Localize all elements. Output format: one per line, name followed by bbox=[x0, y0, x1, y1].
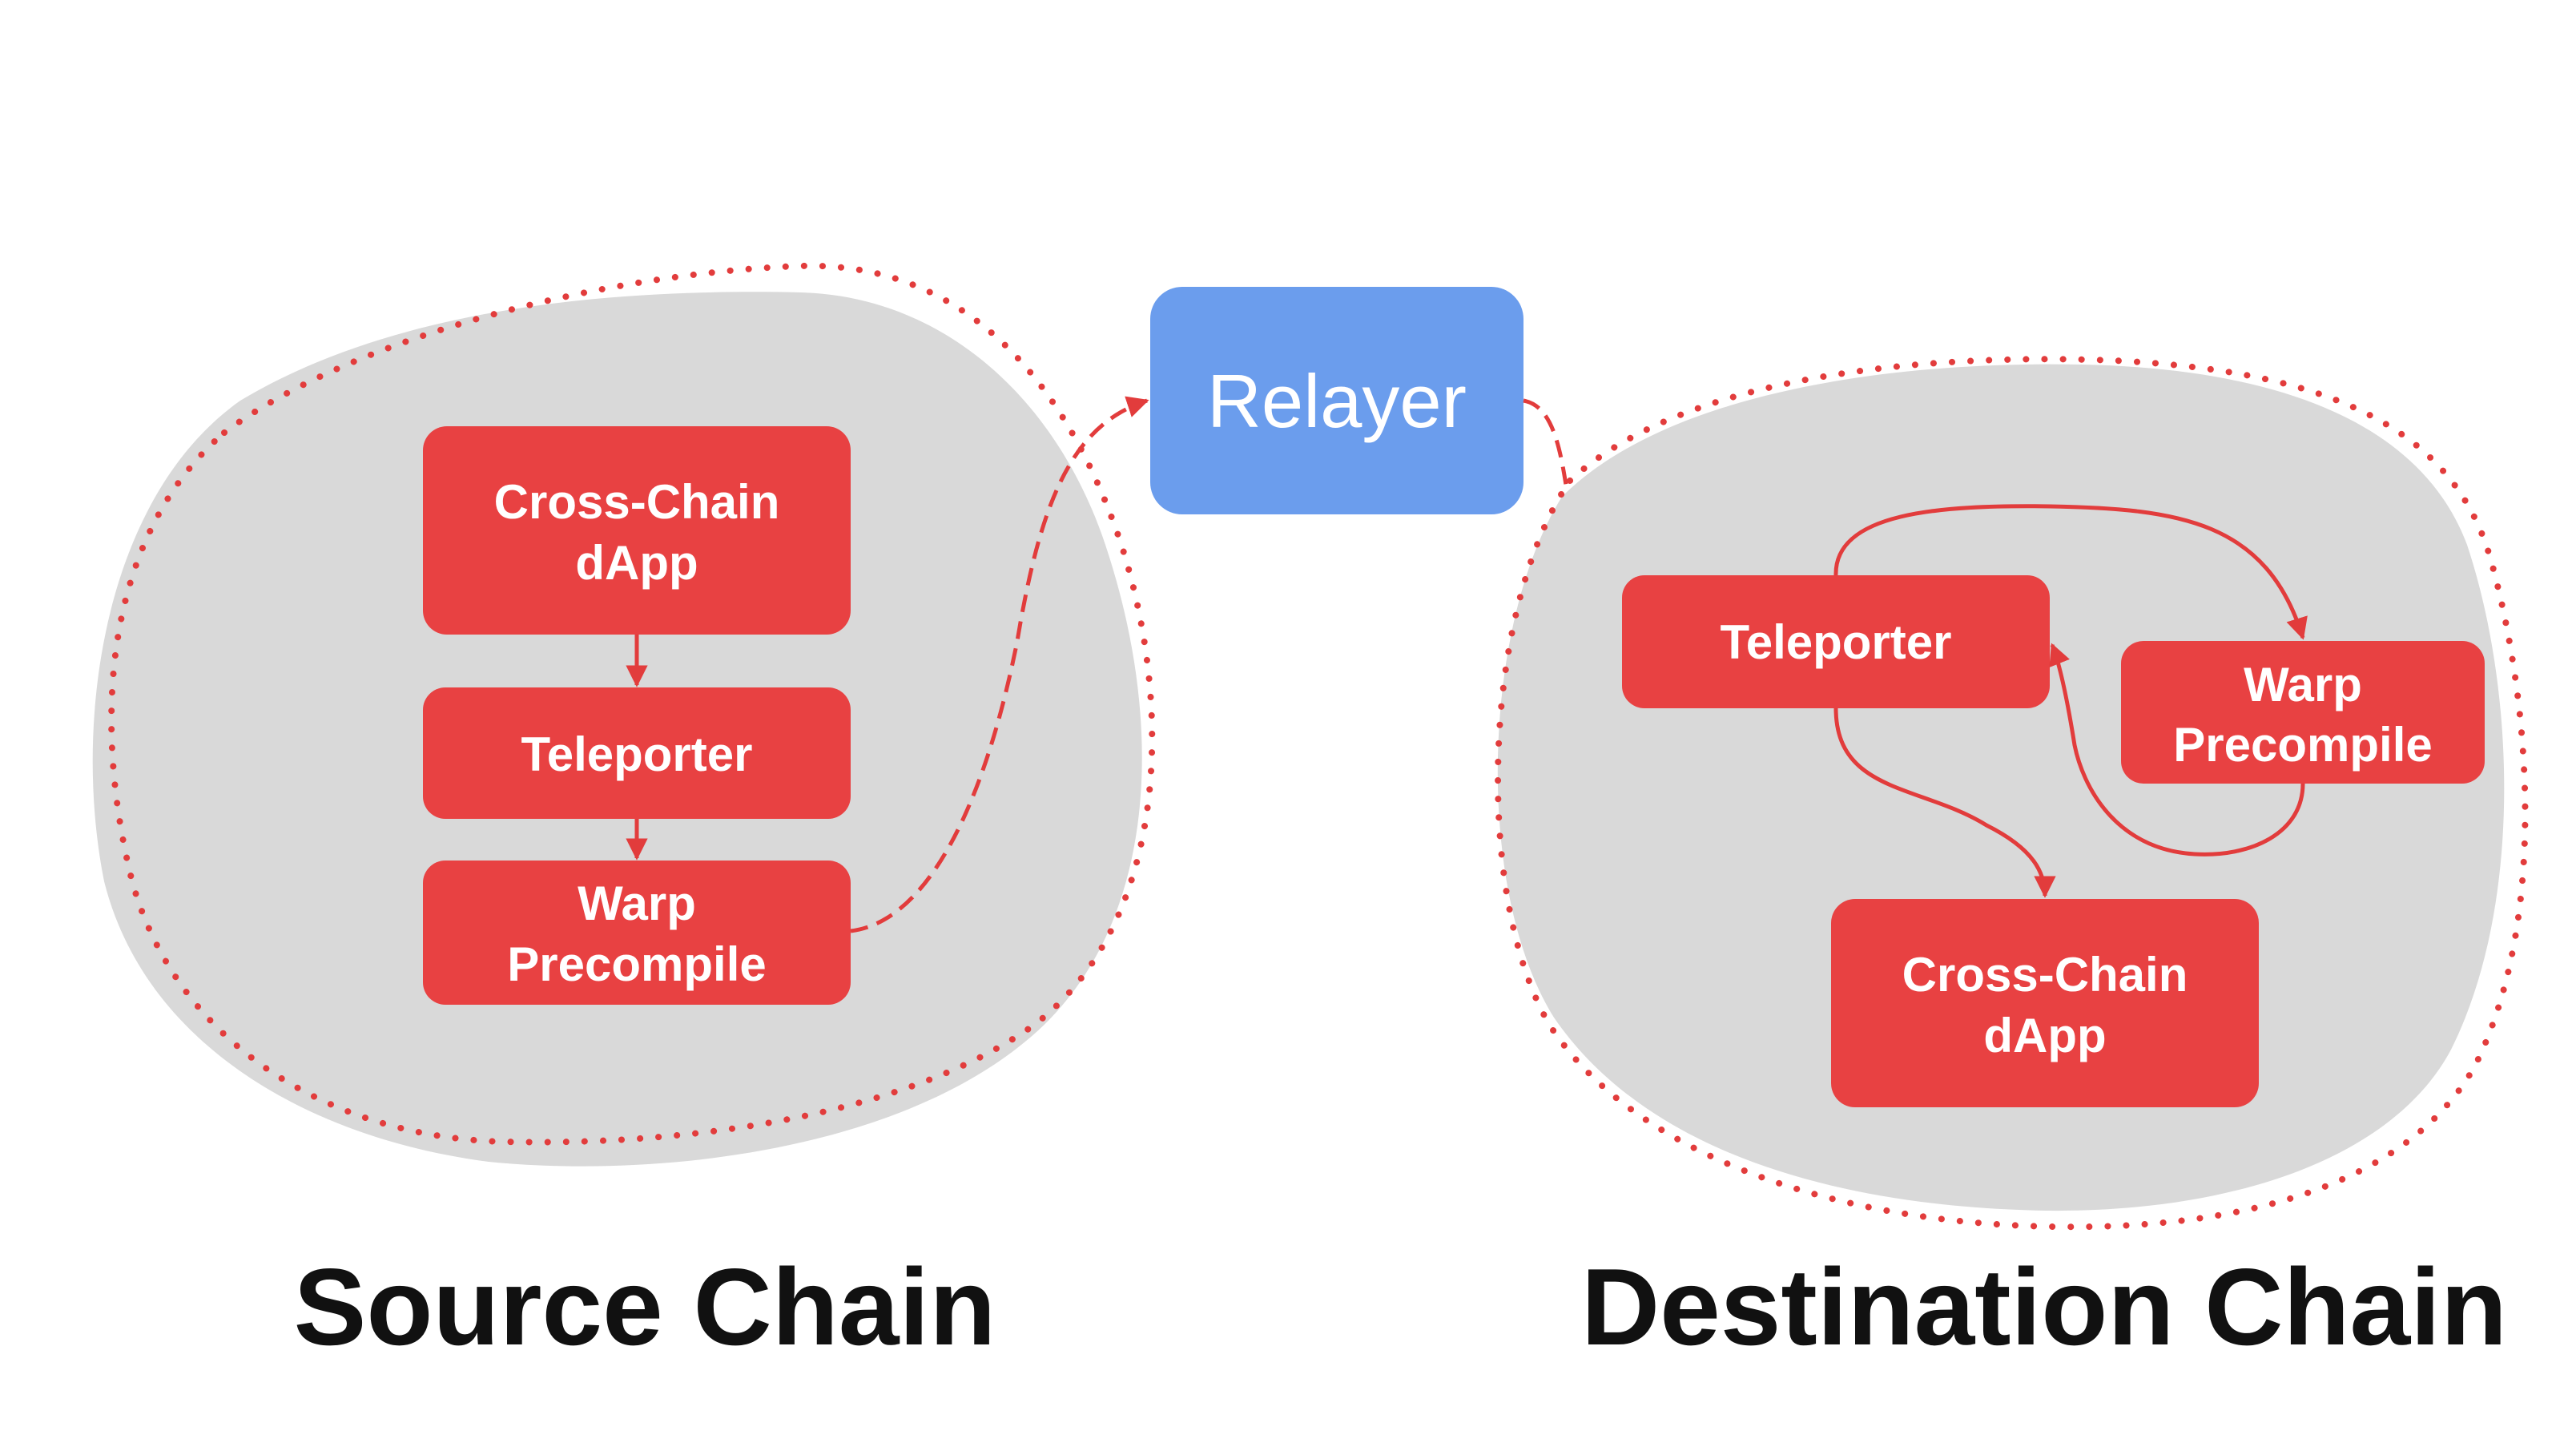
source-warp-precompile-line2: Precompile bbox=[507, 937, 766, 991]
source-cross-chain-dapp-line2: dApp bbox=[575, 536, 698, 590]
destination-cross-chain-dapp-node: Cross-Chain dApp bbox=[1831, 899, 2259, 1107]
destination-cross-chain-dapp-line1: Cross-Chain bbox=[1902, 948, 2188, 1002]
relayer-node: Relayer bbox=[1150, 287, 1523, 514]
destination-teleporter-label: Teleporter bbox=[1721, 615, 1952, 669]
arrow-destination-warp-to-teleporter bbox=[2049, 643, 2305, 857]
source-teleporter-label: Teleporter bbox=[521, 728, 753, 781]
arrow-destination-teleporter-to-warp bbox=[1833, 504, 2308, 640]
source-cross-chain-dapp-node: Cross-Chain dApp bbox=[423, 426, 851, 635]
destination-warp-precompile-line1: Warp bbox=[2244, 658, 2362, 711]
relayer-label: Relayer bbox=[1207, 359, 1467, 443]
arrow-relayer-to-destination-teleporter bbox=[1523, 398, 1620, 639]
destination-warp-precompile-node: Warp Precompile bbox=[2121, 641, 2485, 784]
destination-chain-label: Destination Chain bbox=[1581, 1246, 2507, 1368]
source-warp-precompile-line1: Warp bbox=[578, 877, 696, 930]
source-cross-chain-dapp-line1: Cross-Chain bbox=[494, 475, 780, 529]
source-chain-label: Source Chain bbox=[294, 1246, 996, 1368]
source-chain: Cross-Chain dApp Teleporter Warp Precomp… bbox=[92, 262, 1156, 1167]
destination-warp-precompile-line2: Precompile bbox=[2173, 718, 2432, 772]
source-teleporter-node: Teleporter bbox=[423, 687, 851, 819]
destination-teleporter-node: Teleporter bbox=[1622, 575, 2050, 708]
destination-cross-chain-dapp-line2: dApp bbox=[1983, 1009, 2106, 1062]
source-warp-precompile-node: Warp Precompile bbox=[423, 861, 851, 1005]
arrow-destination-teleporter-to-dapp bbox=[1833, 707, 2056, 898]
destination-chain: Teleporter Warp Precompile Cross-Chain d… bbox=[1495, 356, 2529, 1231]
